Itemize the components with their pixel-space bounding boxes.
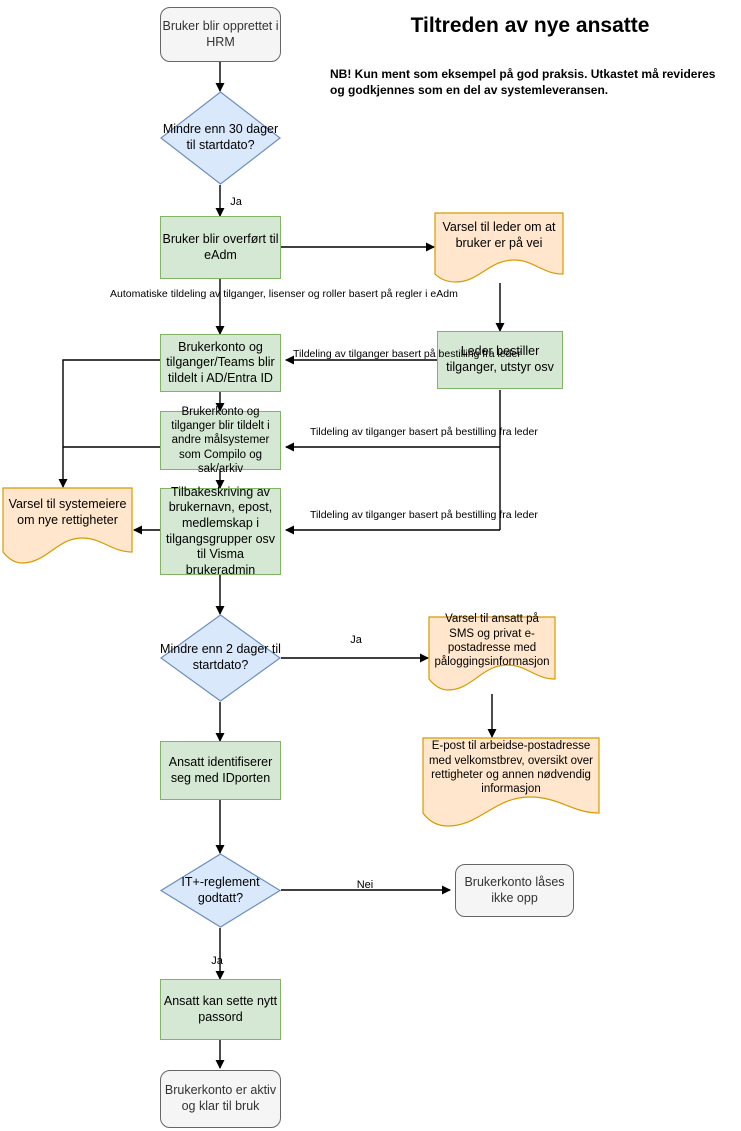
node-idporten[interactable]: Ansatt identifiserer seg med IDporten	[160, 741, 281, 800]
edge-label-assign-1: Tildeling av tilganger basert på bestill…	[293, 348, 521, 360]
node-start[interactable]: Bruker blir opprettet i HRM	[160, 7, 281, 62]
node-welcome-email-label: E-post til arbeidse-postadresse med velk…	[428, 740, 594, 796]
node-welcome-email[interactable]: E-post til arbeidse-postadresse med velk…	[422, 737, 600, 830]
node-set-password[interactable]: Ansatt kan sette nytt passord	[160, 979, 281, 1040]
node-decision-30-days[interactable]: Mindre enn 30 dager til startdato?	[160, 91, 281, 185]
node-account-active[interactable]: Brukerkonto er aktiv og klar til bruk	[160, 1070, 281, 1128]
node-decision-2-days-label: Mindre enn 2 dager til startdato?	[160, 642, 281, 672]
edge-label-auto-assign: Automatiske tildeling av tilganger, lise…	[110, 288, 458, 300]
node-decision-30-days-label: Mindre enn 30 dager til startdato?	[162, 122, 279, 152]
node-account-ad[interactable]: Brukerkonto og tilganger/Teams blir tild…	[160, 334, 281, 392]
node-notify-leader[interactable]: Varsel til leder om at bruker er på vei	[434, 212, 564, 283]
node-account-locked[interactable]: Brukerkonto låses ikke opp	[455, 864, 574, 917]
node-sms-note[interactable]: Varsel til ansatt på SMS og privat e-pos…	[428, 613, 556, 694]
node-leader-orders[interactable]: Leder bestiller tilganger, utstyr osv	[437, 331, 563, 389]
edge-label-ja-30-days: Ja	[230, 196, 242, 208]
edge-label-assign-3: Tildeling av tilganger basert på bestill…	[310, 509, 538, 521]
node-notify-systemowners-label: Varsel til systemeiere om nye rettighete…	[8, 497, 127, 527]
node-sms-note-label: Varsel til ansatt på SMS og privat e-pos…	[434, 613, 550, 669]
node-decision-it-reglement[interactable]: IT+-reglement godtatt?	[159, 853, 282, 928]
disclaimer-note: NB! Kun ment som eksempel på god praksis…	[330, 67, 716, 98]
node-notify-systemowners[interactable]: Varsel til systemeiere om nye rettighete…	[2, 487, 133, 567]
node-decision-2-days[interactable]: Mindre enn 2 dager til startdato?	[159, 614, 282, 702]
edge-label-nei-reglement: Nei	[356, 879, 374, 891]
node-account-other[interactable]: Brukerkonto og tilganger blir tildelt i …	[160, 406, 281, 475]
edge-label-ja-2-days: Ja	[350, 634, 362, 646]
edge-left-rail-ad	[58, 359, 160, 488]
node-decision-it-reglement-label: IT+-reglement godtatt?	[181, 874, 260, 905]
node-notify-leader-label: Varsel til leder om at bruker er på vei	[442, 220, 556, 250]
page-title: Tiltreden av nye ansatte	[410, 14, 650, 37]
edge-label-ja-reglement: Ja	[211, 955, 223, 967]
edge-label-assign-2: Tildeling av tilganger basert på bestill…	[310, 426, 538, 438]
node-writeback-visma[interactable]: Tilbakeskriving av brukernavn, epost, me…	[160, 485, 281, 577]
node-transfer-eadm[interactable]: Bruker blir overført til eAdm	[160, 216, 281, 279]
